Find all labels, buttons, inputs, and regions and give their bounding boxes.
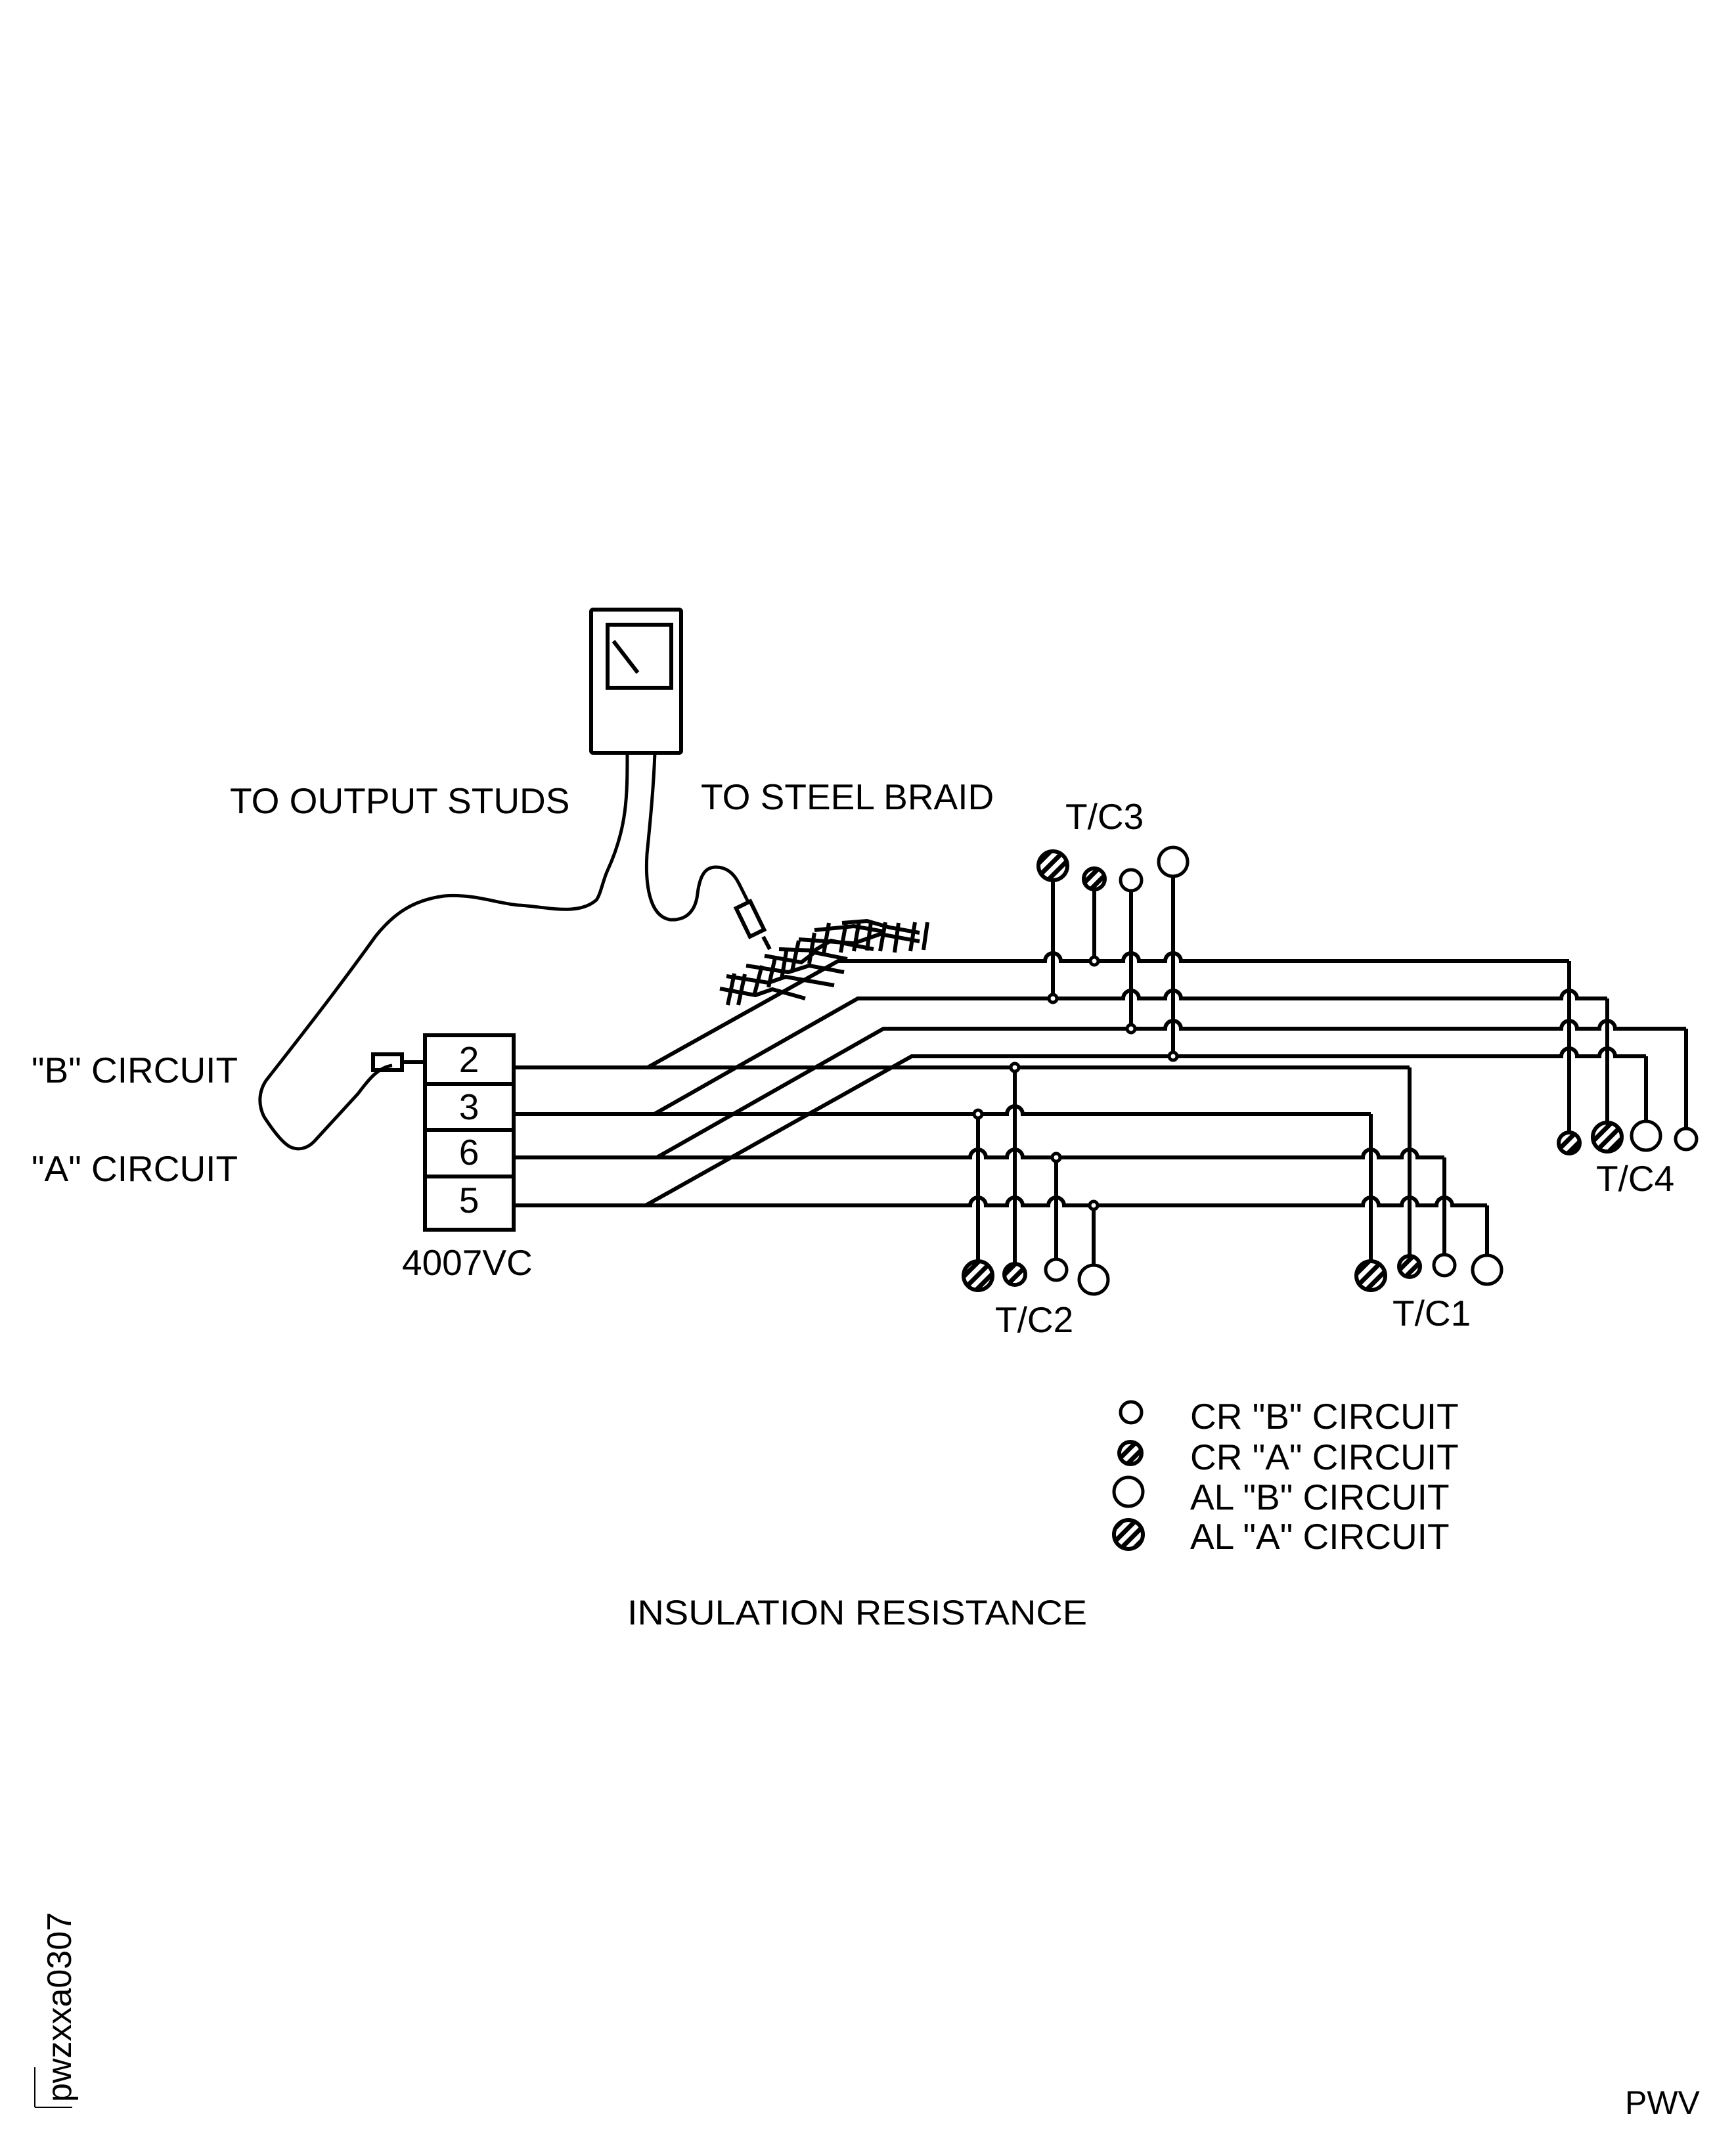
junction-dot [1167, 1050, 1179, 1062]
output-studs-lead [258, 752, 629, 1151]
tc2-probe-icon [962, 1259, 994, 1292]
a-circuit-label: "A" CIRCUIT [32, 1148, 238, 1189]
junction-dot [1050, 1152, 1062, 1163]
tc1-probe-icon [1432, 1253, 1457, 1278]
probe-symbols [962, 845, 1699, 1296]
pin-5-label: 5 [459, 1180, 479, 1221]
lower-bus-wire [514, 1196, 1487, 1207]
tc3-probe-icon [1082, 866, 1107, 891]
legend-large-hatched-circle-icon [1112, 1518, 1145, 1551]
legend-item-label: CR "B" CIRCUIT [1190, 1396, 1459, 1437]
tc3-probe-icon [1157, 845, 1190, 878]
tc3-probe-icon [1119, 868, 1144, 893]
junction-dots [972, 955, 1179, 1211]
legend-item-label: AL "B" CIRCUIT [1190, 1477, 1450, 1517]
tc2-probe-icon [1077, 1263, 1110, 1296]
steel-braid-icon [719, 918, 929, 1006]
junction-dot [1009, 1062, 1021, 1073]
legend-large-open-circle-icon [1112, 1475, 1145, 1508]
to-steel-braid-label: TO STEEL BRAID [701, 776, 994, 817]
pin-2-label: 2 [459, 1039, 479, 1080]
pin-3-label: 3 [459, 1086, 479, 1127]
tc1-label: T/C1 [1392, 1293, 1471, 1333]
lower-bus-wire [514, 1148, 1444, 1159]
tc1-probe-icon [1397, 1254, 1422, 1279]
tc2-label: T/C2 [995, 1299, 1073, 1340]
upper-bus-wire [644, 1046, 1646, 1207]
tc4-probe-icon [1630, 1119, 1662, 1152]
lower-bus-wire [514, 1104, 1371, 1116]
legend: CR "B" CIRCUIT CR "A" CIRCUIT AL "B" CIR… [1112, 1396, 1459, 1557]
steel-braid-clip-icon [733, 899, 772, 951]
to-output-studs-label: TO OUTPUT STUDS [230, 780, 569, 821]
footer-code: PWV [1625, 2084, 1701, 2121]
tc4-probe-icon [1591, 1121, 1624, 1153]
legend-item-label: CR "A" CIRCUIT [1190, 1437, 1459, 1477]
legend-item-label: AL "A" CIRCUIT [1190, 1516, 1450, 1557]
b-circuit-label: "B" CIRCUIT [32, 1050, 238, 1090]
junction-dot [1047, 993, 1059, 1004]
tc1-probe-icon [1354, 1259, 1387, 1292]
junction-dot [1088, 1199, 1100, 1211]
tc4-probe-icon [1674, 1127, 1699, 1152]
tc3-probe-icon [1036, 849, 1069, 882]
diagram-title: INSULATION RESISTANCE [627, 1594, 1087, 1632]
tc2-probe-icon [1044, 1257, 1069, 1282]
wiring-harness [514, 876, 1688, 1265]
junction-dot [972, 1108, 984, 1120]
legend-small-open-circle-icon [1119, 1400, 1144, 1425]
steel-braid-lead [644, 752, 751, 922]
tc4-label: T/C4 [1596, 1158, 1674, 1199]
legend-small-hatched-circle-icon [1117, 1440, 1144, 1466]
pin-6-label: 6 [459, 1132, 479, 1173]
output-studs-plug-icon [371, 1052, 424, 1072]
connector-name-label: 4007VC [402, 1242, 533, 1283]
tc2-probe-icon [1002, 1262, 1027, 1287]
insulation-tester-icon [589, 608, 683, 755]
tc4-probe-icon [1557, 1131, 1582, 1155]
tc1-probe-icon [1471, 1253, 1503, 1286]
figure-id: pwzxxa0307 [41, 1912, 79, 2102]
junction-dot [1088, 955, 1100, 967]
terminal-block-4007vc [423, 1033, 516, 1232]
tc3-label: T/C3 [1065, 796, 1144, 837]
junction-dot [1125, 1023, 1137, 1035]
